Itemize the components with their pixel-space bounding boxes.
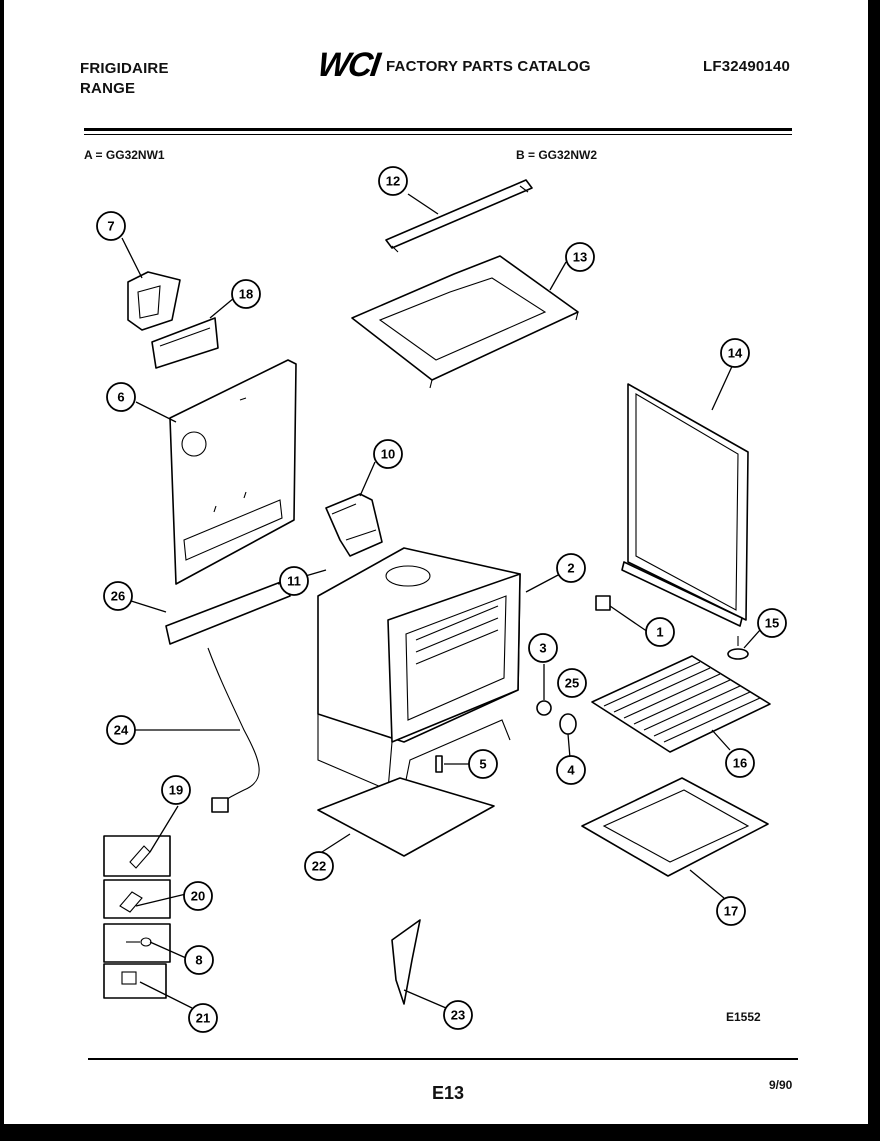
callout-22: 22 (304, 851, 334, 881)
part-22-bottom-panel (317, 777, 495, 857)
callout-1: 1 (645, 617, 675, 647)
callout-10: 8 (184, 945, 214, 975)
footer-rule (88, 1058, 798, 1060)
part-5-igniter (391, 919, 421, 1005)
callout-16-label: 15 (765, 616, 779, 631)
part-6-clip (435, 755, 443, 773)
callout-25-label: 24 (114, 723, 129, 738)
callout-17: 16 (725, 748, 755, 778)
callout-18: 17 (716, 896, 746, 926)
model-a-label: A = GG32NW1 (84, 148, 165, 162)
callout-23-label: 21 (196, 1011, 210, 1026)
callout-3: 3 (528, 633, 558, 663)
callout-25: 24 (106, 715, 136, 745)
callout-7: 6 (106, 382, 136, 412)
callout-2-label: 2 (567, 561, 574, 576)
diagram-code: E1552 (726, 1010, 761, 1024)
callout-6: 5 (468, 749, 498, 779)
callout-23: 21 (188, 1003, 218, 1033)
part-17-oven-rack (591, 655, 771, 753)
callout-26: 26 (103, 581, 133, 611)
part-4-lamp (559, 713, 577, 735)
callout-11-label: 10 (381, 447, 395, 462)
part-14-top-panel (351, 255, 579, 389)
callout-13-label: 12 (386, 174, 400, 189)
callout-22-label: 22 (312, 859, 326, 874)
header-rule-bottom (84, 134, 792, 135)
model-b-label: B = GG32NW2 (516, 148, 598, 162)
callout-5: 23 (443, 1000, 473, 1030)
callout-5-label: 23 (451, 1008, 465, 1023)
callout-21: 18 (231, 279, 261, 309)
callout-12-label: 11 (287, 574, 301, 589)
callout-6-label: 5 (479, 757, 486, 772)
callout-3-label: 3 (539, 641, 546, 656)
catalog-date: 9/90 (769, 1078, 793, 1092)
callout-14-label: 13 (573, 250, 587, 265)
leader-lines (121, 193, 761, 1009)
callout-7-label: 6 (117, 390, 124, 405)
part-16-leveler (727, 636, 749, 660)
callout-19: 19 (161, 775, 191, 805)
callout-8: 7 (96, 211, 126, 241)
part-3-knob (536, 700, 552, 716)
callout-8-label: 7 (107, 219, 114, 234)
callout-24-label: 25 (565, 676, 579, 691)
part-13-rail (385, 179, 533, 253)
product-label: RANGE (80, 80, 136, 97)
callout-12: 11 (279, 566, 309, 596)
part-1-fastener (595, 595, 611, 611)
callout-14: 13 (565, 242, 595, 272)
part-2-oven-body (317, 547, 521, 791)
callout-16: 15 (757, 608, 787, 638)
part-21-trim (151, 317, 219, 369)
callout-21-label: 18 (239, 287, 253, 302)
callout-20: 20 (183, 881, 213, 911)
callout-20-label: 20 (191, 889, 205, 904)
callout-17-label: 16 (733, 756, 747, 771)
part-8-bracket (127, 271, 181, 331)
catalog-number: LF32490140 (703, 58, 791, 75)
part-18-broiler-pan (581, 777, 769, 877)
callout-13: 12 (378, 166, 408, 196)
callout-2: 2 (556, 553, 586, 583)
callout-15: 14 (720, 338, 750, 368)
catalog-title: FACTORY PARTS CATALOG (386, 58, 591, 75)
scan-edge-bottom (0, 1124, 880, 1141)
callout-4-label: 4 (567, 763, 575, 778)
callout-11: 10 (373, 439, 403, 469)
callout-15-label: 14 (728, 346, 743, 361)
page-number: E13 (432, 1083, 465, 1103)
callout-1-label: 1 (656, 625, 663, 640)
hardware-boxes (103, 835, 171, 999)
part-11-bracket (325, 493, 383, 557)
callout-19-label: 19 (169, 783, 183, 798)
callout-4: 4 (556, 755, 586, 785)
scan-edge-right (868, 0, 880, 1141)
callout-26-label: 26 (111, 589, 125, 604)
callout-24: 25 (557, 668, 587, 698)
scan-edge-left (0, 0, 4, 1141)
callout-18-label: 17 (724, 904, 738, 919)
callout-10-label: 8 (195, 953, 202, 968)
part-7-back-panel (169, 359, 297, 585)
header-rule-top (84, 128, 792, 131)
brand-label: FRIGIDAIRE (80, 60, 169, 77)
part-25-power-cord (207, 647, 260, 813)
part-15-side-panel (621, 383, 749, 627)
part-26-strip (165, 579, 291, 645)
